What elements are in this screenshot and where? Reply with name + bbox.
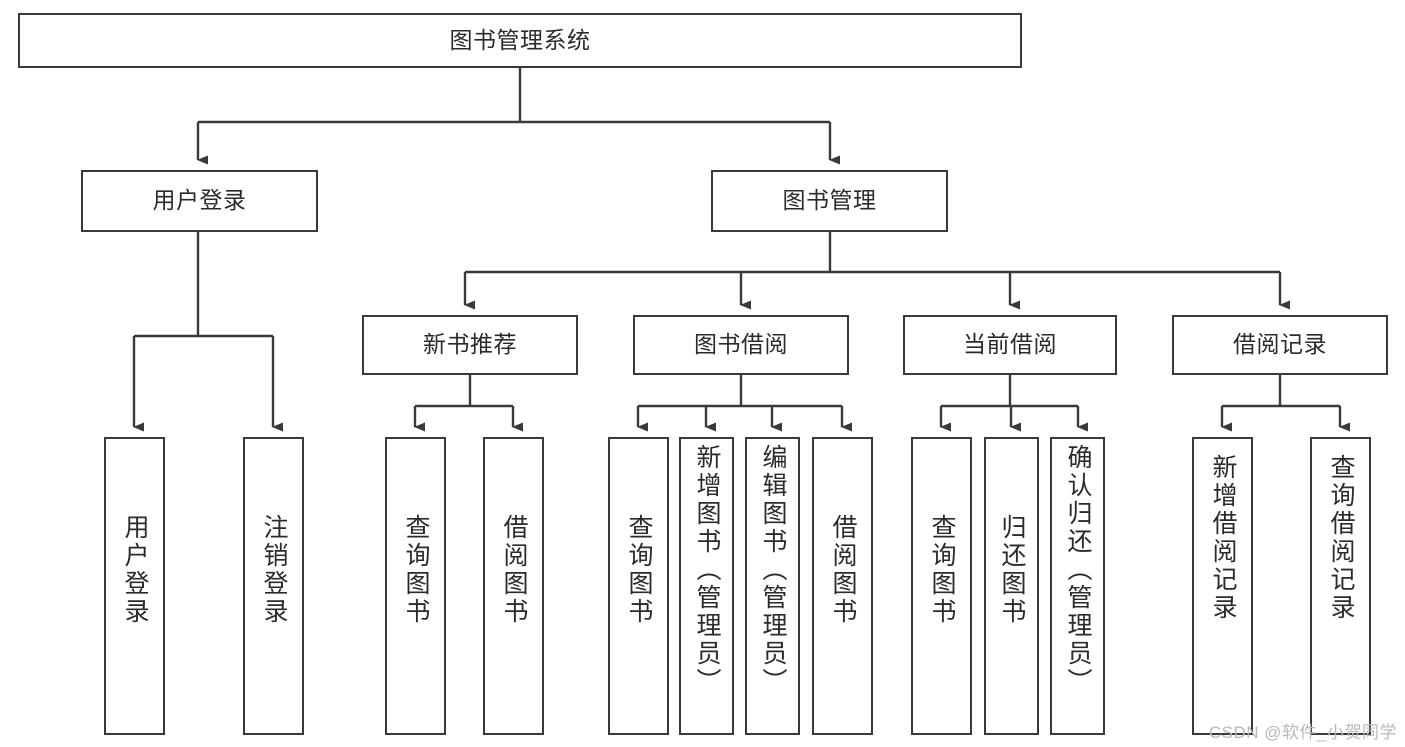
csdn-watermark: CSDN @软件_小贺同学 — [1208, 723, 1397, 742]
node-leaf2[interactable]: 注销登录 — [243, 437, 304, 735]
node-leaf4[interactable]: 借阅图书 — [483, 437, 544, 735]
node-label-leaf6: 新增图书（管理员） — [693, 444, 721, 696]
node-label-records: 借阅记录 — [1233, 331, 1327, 358]
node-borrow[interactable]: 图书借阅 — [633, 315, 849, 375]
node-label-leaf1: 用户登录 — [121, 514, 149, 626]
node-root[interactable]: 图书管理系统 — [18, 13, 1022, 68]
node-label-leaf2: 注销登录 — [260, 514, 288, 626]
node-label-leaf10: 归还图书 — [998, 514, 1026, 626]
node-current[interactable]: 当前借阅 — [903, 315, 1117, 375]
node-leaf8[interactable]: 借阅图书 — [812, 437, 873, 735]
node-label-leaf11: 确认归还（管理员） — [1064, 444, 1092, 696]
node-login[interactable]: 用户登录 — [81, 170, 318, 232]
node-label-borrow: 图书借阅 — [694, 331, 788, 358]
node-label-root: 图书管理系统 — [449, 26, 591, 53]
node-leaf6[interactable]: 新增图书（管理员） — [679, 437, 734, 735]
node-label-login: 用户登录 — [152, 187, 247, 214]
node-leaf5[interactable]: 查询图书 — [608, 437, 669, 735]
node-records[interactable]: 借阅记录 — [1172, 315, 1388, 375]
node-leaf3[interactable]: 查询图书 — [385, 437, 446, 735]
node-label-leaf7: 编辑图书（管理员） — [759, 444, 787, 696]
node-leaf12[interactable]: 新增借阅记录 — [1192, 437, 1253, 735]
node-newbook[interactable]: 新书推荐 — [362, 315, 578, 375]
node-leaf1[interactable]: 用户登录 — [104, 437, 165, 735]
node-label-leaf9: 查询图书 — [928, 514, 956, 626]
node-leaf11[interactable]: 确认归还（管理员） — [1050, 437, 1105, 735]
node-leaf7[interactable]: 编辑图书（管理员） — [745, 437, 800, 735]
node-bookmgmt[interactable]: 图书管理 — [711, 170, 948, 232]
node-leaf10[interactable]: 归还图书 — [984, 437, 1039, 735]
node-label-leaf8: 借阅图书 — [829, 514, 857, 626]
node-label-leaf13: 查询借阅记录 — [1327, 454, 1355, 622]
node-leaf9[interactable]: 查询图书 — [911, 437, 972, 735]
node-label-leaf5: 查询图书 — [625, 514, 653, 626]
node-label-leaf4: 借阅图书 — [500, 514, 528, 626]
node-label-current: 当前借阅 — [963, 331, 1057, 358]
node-label-bookmgmt: 图书管理 — [782, 187, 877, 214]
node-label-newbook: 新书推荐 — [423, 331, 517, 358]
node-label-leaf3: 查询图书 — [402, 514, 430, 626]
node-label-leaf12: 新增借阅记录 — [1209, 454, 1237, 622]
node-leaf13[interactable]: 查询借阅记录 — [1310, 437, 1371, 735]
